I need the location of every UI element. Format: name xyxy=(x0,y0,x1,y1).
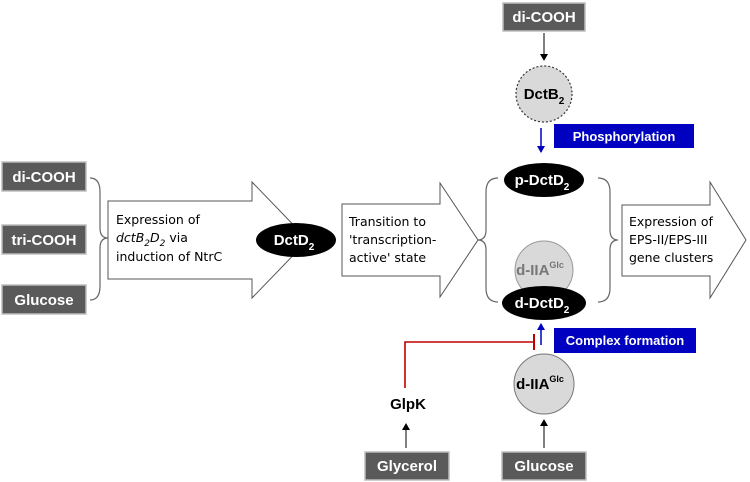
p-dctd2-label: p-DctD xyxy=(515,172,564,189)
p-dctd2-node: p-DctD2 xyxy=(504,163,584,197)
input-left-dicooh: di-COOH xyxy=(1,161,87,192)
middle-brace-left xyxy=(477,177,499,303)
input-bottom-glucose-label: Glucose xyxy=(514,458,573,475)
input-left-tricooh: tri-COOH xyxy=(1,224,87,255)
glpk-label: GlpK xyxy=(390,396,426,413)
d-iia-upper-label: d-IIA xyxy=(516,262,549,279)
input-left-tricooh-label: tri-COOH xyxy=(12,232,77,249)
eps-line3: gene clusters xyxy=(629,250,713,265)
dctb2-label: DctB xyxy=(524,86,559,103)
svg-text:p-DctD2: p-DctD2 xyxy=(515,172,570,193)
dctb2-node: DctB2 xyxy=(515,65,573,123)
d-iia-lower-node: d-IIAGlc xyxy=(513,353,575,415)
input-bottom-glucose: Glucose xyxy=(501,451,587,481)
transition-line3: active' state xyxy=(349,250,426,265)
transition-line1: Transition to xyxy=(348,214,426,229)
dctb2-subscript: 2 xyxy=(559,96,565,107)
input-bottom-glycerol-label: Glycerol xyxy=(377,458,437,475)
eps-line2: EPS-II/EPS-III xyxy=(629,232,707,247)
middle-brace-right xyxy=(597,177,619,303)
d-iia-lower-superscript: Glc xyxy=(549,374,564,384)
input-top-dicooh: di-COOH xyxy=(502,2,586,32)
transition-arrow: Transition to 'transcription- active' st… xyxy=(341,181,479,299)
svg-text:DctD2: DctD2 xyxy=(274,232,315,253)
d-iia-upper-superscript: Glc xyxy=(549,260,564,270)
dctd2-label: DctD xyxy=(274,232,309,249)
input-bottom-glycerol: Glycerol xyxy=(364,451,450,481)
input-left-glucose-label: Glucose xyxy=(14,292,73,309)
expression-line3: induction of NtrC xyxy=(116,249,222,264)
eps-arrow: Expression of EPS-II/EPS-III gene cluste… xyxy=(621,180,747,300)
d-dctd2-subscript: 2 xyxy=(564,305,570,316)
expression-line2: dctB2D2 via xyxy=(116,230,188,249)
complex-formation-text: Complex formation xyxy=(566,333,685,348)
left-brace xyxy=(89,177,109,301)
eps-line1: Expression of xyxy=(629,214,713,229)
complex-formation-label: Complex formation xyxy=(554,328,696,353)
p-dctd2-subscript: 2 xyxy=(564,182,570,193)
input-top-dicooh-label: di-COOH xyxy=(512,9,575,26)
d-iia-lower-label: d-IIA xyxy=(516,376,549,393)
dctd2-node: DctD2 xyxy=(256,223,336,257)
expression-arrow: Expression of dctB2D2 via induction of N… xyxy=(107,180,309,300)
phosphorylation-text: Phosphorylation xyxy=(573,129,676,144)
svg-text:DctB2: DctB2 xyxy=(524,86,565,107)
phosphorylation-label: Phosphorylation xyxy=(554,124,694,148)
input-left-glucose: Glucose xyxy=(1,284,87,315)
d-dctd2-node: d-DctD2 xyxy=(502,286,586,320)
inhibition-line xyxy=(404,341,534,388)
dctd2-subscript: 2 xyxy=(309,242,315,253)
d-dctd2-label: d-DctD xyxy=(515,295,564,312)
svg-text:d-IIAGlc: d-IIAGlc xyxy=(516,260,564,279)
expression-line1: Expression of xyxy=(116,212,200,227)
input-left-dicooh-label: di-COOH xyxy=(12,169,75,186)
svg-text:d-DctD2: d-DctD2 xyxy=(515,295,570,316)
transition-line2: 'transcription- xyxy=(349,232,436,247)
svg-text:d-IIAGlc: d-IIAGlc xyxy=(516,374,564,393)
